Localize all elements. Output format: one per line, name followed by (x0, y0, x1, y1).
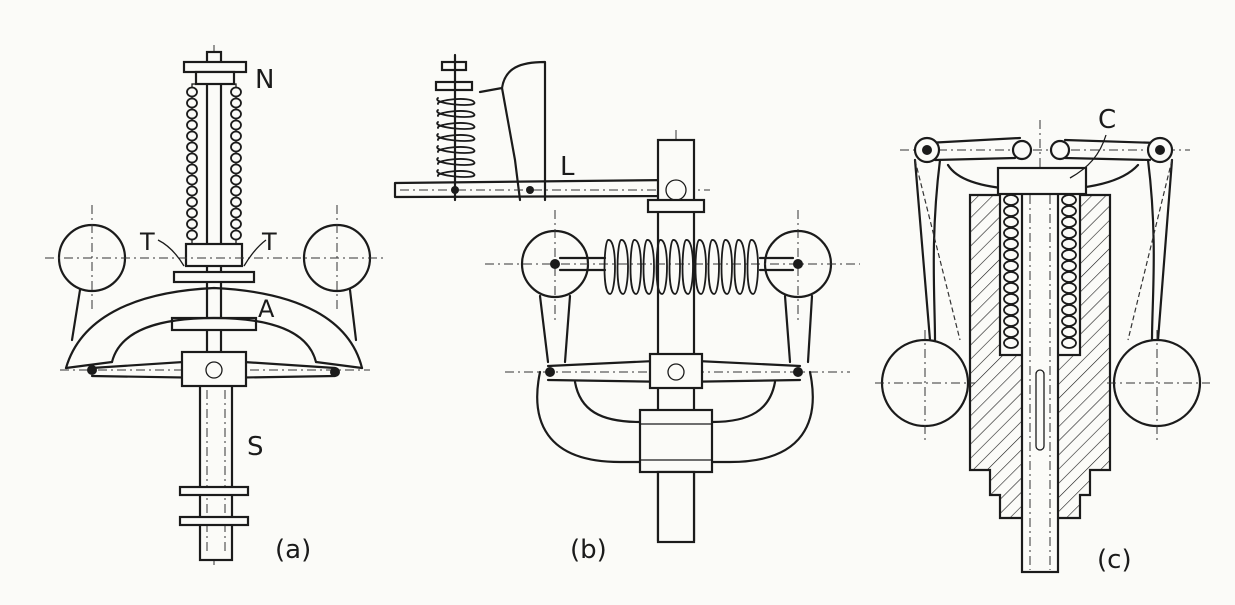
figure-a-nut (182, 60, 248, 74)
figure-b-spring (603, 239, 759, 295)
figure-a-label-T-right: T (261, 228, 277, 256)
figure-a-label-A: A (258, 295, 275, 323)
figure-a-label-N: N (255, 65, 274, 95)
figure-a-spring (186, 83, 242, 245)
figure-c: C (c) (875, 105, 1210, 575)
figure-a-caption: (a) (275, 535, 311, 565)
figure-c-spring (1003, 194, 1077, 349)
figure-b-caption: (b) (570, 535, 607, 565)
figure-c-label-C: C (1098, 105, 1116, 135)
figure-c-collar (996, 166, 1088, 196)
figure-a-spindle (178, 383, 250, 562)
figure-b: L (b) (393, 53, 860, 565)
figure-b-adjusting-spring (434, 53, 475, 202)
figure-a-label-T-left: T (139, 228, 155, 256)
figure-c-caption: (c) (1097, 545, 1132, 575)
figure-a: N T T A S (a) (45, 45, 385, 565)
figure-a-label-S: S (247, 432, 264, 462)
figure-b-label-L: L (560, 152, 575, 182)
